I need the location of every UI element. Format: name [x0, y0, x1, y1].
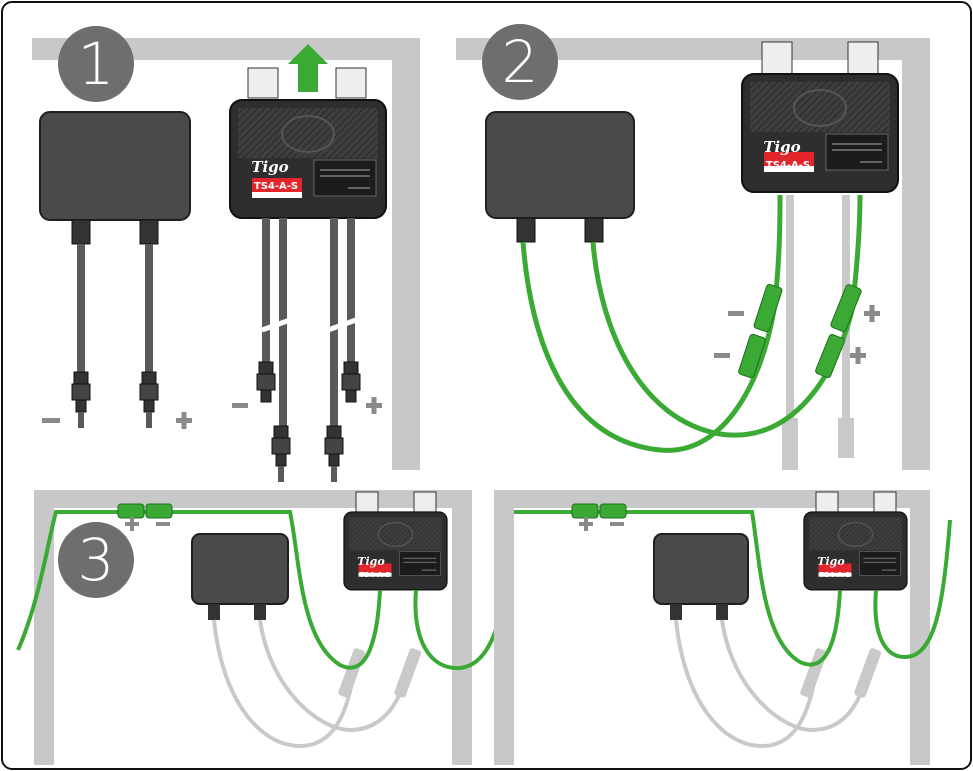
model-label: TS4-A-S	[766, 160, 810, 171]
module-junction-box	[191, 533, 289, 620]
green-connectors	[738, 283, 862, 379]
model-label: TS4-A-S	[254, 181, 298, 192]
plus-sign	[864, 305, 880, 322]
green-connectors	[571, 503, 627, 519]
plus-sign	[850, 347, 866, 364]
minus-sign	[156, 522, 170, 526]
minus-sign	[232, 403, 248, 408]
tigo-optimizer: Tigo TS4-A-S	[741, 41, 899, 470]
faded-cables	[674, 619, 874, 749]
tigo-optimizer: Tigo TS4-A-S	[343, 491, 448, 591]
brand-label: Tigo	[357, 555, 384, 568]
faded-connectors	[800, 648, 882, 698]
minus-sign	[728, 311, 744, 316]
step-number: 1	[78, 30, 115, 98]
green-cables	[740, 510, 952, 667]
step-badge-2	[482, 24, 558, 100]
arrow-up-icon	[288, 44, 328, 92]
model-label: TS4-A-S	[360, 571, 391, 579]
step-number: 3	[78, 526, 115, 594]
faded-connectors	[338, 648, 422, 698]
step-badge-3	[58, 522, 134, 598]
brand-label: Tigo	[817, 555, 844, 568]
panel-1: 1 Tigo TS4-A-S	[32, 26, 420, 482]
panel-3-left: 3 Tigo TS4-A-S	[16, 490, 740, 765]
green-cables	[520, 194, 863, 453]
plus-sign	[579, 517, 593, 531]
module-junction-box	[653, 533, 749, 620]
panel-2: 2 Tigo TS4-A-S	[456, 24, 930, 470]
minus-sign	[610, 522, 624, 526]
module-junction-box	[39, 111, 191, 428]
brand-label: Tigo	[763, 138, 800, 156]
plus-sign	[176, 412, 192, 429]
module-junction-box	[485, 111, 635, 243]
green-connectors	[117, 503, 173, 519]
step-badge-1	[58, 26, 134, 102]
panel-3-right: Tigo TS4-A-S	[494, 490, 952, 765]
plus-sign	[366, 397, 382, 414]
brand-label: Tigo	[251, 158, 288, 176]
tigo-optimizer: Tigo TS4-A-S	[803, 491, 908, 591]
plus-sign	[125, 517, 139, 531]
faded-cables	[212, 619, 414, 749]
model-label: TS4-A-S	[820, 571, 851, 579]
tigo-optimizer: Tigo TS4-A-S	[229, 44, 387, 482]
step-number: 2	[502, 28, 539, 96]
minus-sign	[42, 418, 60, 423]
minus-sign	[714, 353, 730, 358]
